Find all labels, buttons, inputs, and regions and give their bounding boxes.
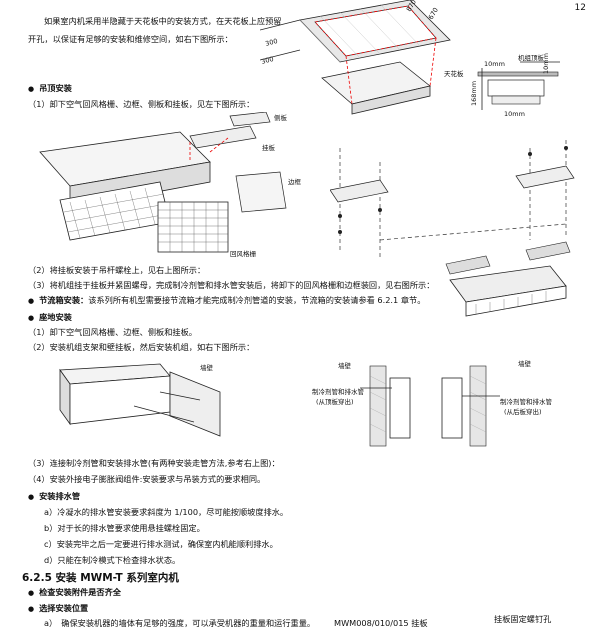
label-hanger: 挂板 [262,143,276,152]
label-side-10mm: 10mm [542,53,550,74]
floor-unit-figure: 墙壁 [59,363,221,437]
label-frame: 边框 [288,177,302,186]
floor-step-1: （1）卸下空气回风格栅、边框、侧板和挂板。 [28,327,197,337]
label-pipes-right: 制冷剂管和排水管 [500,397,553,406]
dim-300-a: 300 [264,37,278,48]
section-check-accessories: 检查安装附件是否齐全 [28,587,121,599]
floor-step-4: （4）安装外接电子膨胀阀组件:安装要求与吊装方式的要求相同。 [28,474,266,484]
exploded-unit-figure: 侧板 挂板 边框 回风格栅 [39,112,302,258]
label-ceiling: 天花板 [444,69,464,78]
dim-300-b: 300 [260,55,274,66]
section-choose-location: 选择安装位置 [28,603,88,615]
ceiling-step-2: （2）将挂板安装于吊杆螺栓上，见右上图所示： [28,265,206,275]
floor-step-2: （2）安装机组支架和壁挂板，然后安装机组，如右下图所示： [28,342,255,352]
label-wall-1: 墙壁 [200,363,214,372]
location-item-a: a） 确保安装机器的墙体有足够的强度，可以承受机器的重量和运行重量。 [44,618,316,628]
hanging-rods-figure [330,140,575,317]
wall-plate-models: MWM008/010/015 挂板 [334,618,428,628]
drain-item-d: d）只能在制冷模式下检查排水状态。 [44,555,181,565]
label-side-panel: 侧板 [274,113,288,122]
label-wall-2: 墙壁 [338,361,352,370]
label-bottom-10mm: 10mm [504,110,525,118]
label-pipes-left: 制冷剂管和排水管 [312,387,365,396]
ceiling-step-3: （3）将机组挂于挂板并紧固螺母，完成制冷剂管和排水管安装后，将卸下的回风格栅和边… [28,280,435,290]
pipe-route-figure: 墙壁 墙壁 制冷剂管和排水管 (从顶板穿出) 制冷剂管和排水管 (从后板穿出) [312,360,553,447]
page-number: 12 [574,3,586,13]
intro-line-1: 如果室内机采用半隐藏于天花板中的安装方式，在天花板上应预留 [44,16,282,26]
floor-step-3: （3）连接制冷剂管和安装排水管(有两种安装走管方法,参考右上图)： [28,458,280,468]
label-top-10mm: 10mm [484,60,505,68]
wall-plate-screw-hole: 挂板固定螺钉孔 [494,614,552,624]
section-ceiling-install: 吊顶安装 [28,83,72,95]
drain-item-c: c）安装完毕之后一定要进行排水测试，确保室内机能顺利排水。 [44,539,278,549]
throttle-box-note: 节流箱安装：该系列所有机型需要接节流箱才能完成制冷剂管道的安装，节流箱的安装请参… [28,295,425,307]
section-floor-install: 座地安装 [28,312,72,324]
label-return-grille: 回风格栅 [230,249,257,258]
dim-670: 670 [427,6,440,21]
label-unit-top: 机组顶板 [518,53,545,62]
throttle-box-text: 该系列所有机型需要接节流箱才能完成制冷剂管道的安装，节流箱的安装请参看 6.2.… [88,295,426,305]
label-from-top-panel: (从顶板穿出) [316,397,354,406]
drain-item-a: a）冷凝水的排水管安装要求斜度为 1/100，尽可能按顺坡度排水。 [44,507,289,517]
ceiling-step-1: （1）卸下空气回风格栅、边框、侧板和挂板，见左下图所示： [28,99,255,109]
ceiling-opening-figure: 300 300 870 670 天花板 机组顶板 10mm 10mm 10mm … [260,0,560,118]
section-heading-6-2-5: 6.2.5 安装 MWM-T 系列室内机 [22,572,179,584]
drain-item-b: b）对于长的排水管要求使用悬挂螺栓固定。 [44,523,205,533]
section-drain-pipe: 安装排水管 [28,491,80,503]
label-from-back-panel: (从后板穿出) [504,407,542,416]
label-wall-3: 墙壁 [518,360,532,368]
intro-line-2: 开孔，以保证有足够的安装和维修空间，如右下图所示： [28,34,233,44]
label-depth-168mm: 168mm [470,81,478,106]
section-throttle-box: 节流箱安装： [28,295,88,305]
